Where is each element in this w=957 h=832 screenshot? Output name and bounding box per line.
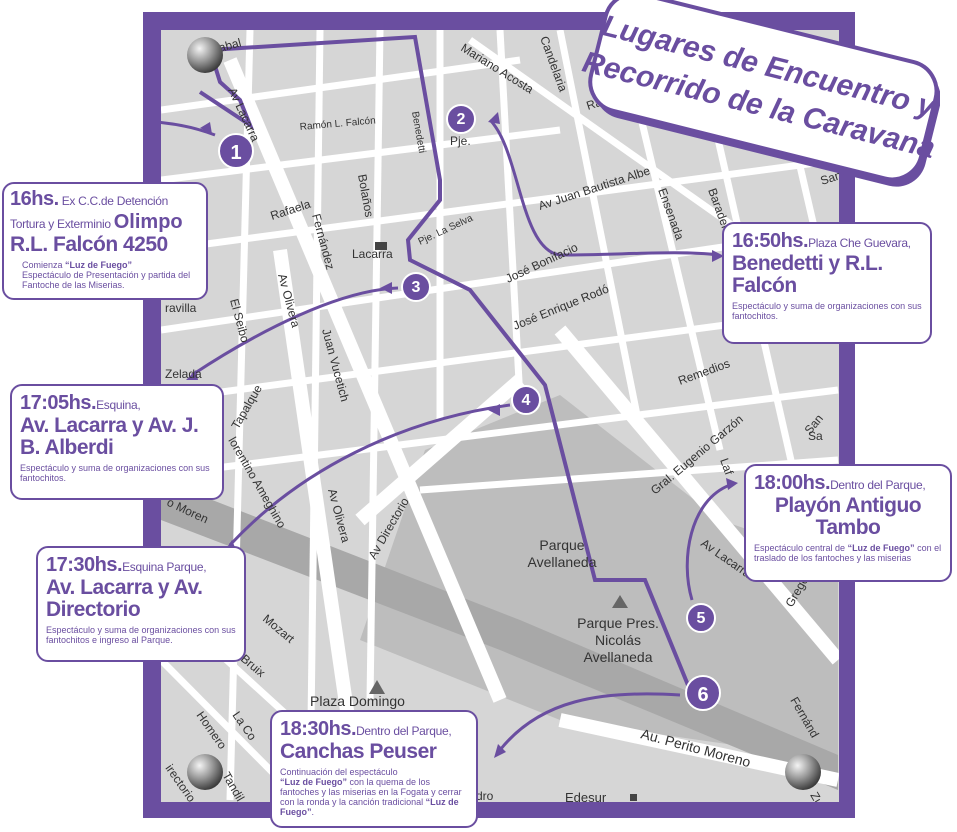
park-label-line: Avellaneda <box>583 649 652 665</box>
stop-6-place: Canchas Peuser <box>280 740 437 763</box>
stop-5-desc-rest: con el traslado de los fantoches y las m… <box>754 543 942 563</box>
street-label: dro <box>476 789 494 802</box>
stop-6-desc-bold: “Luz de Fuego” <box>280 777 347 787</box>
stop-1-desc-bold: “Luz de Fuego” <box>65 260 133 270</box>
stop-2-time: 16:50hs. <box>732 230 809 252</box>
stop-4-time: 17:30hs. <box>46 554 123 576</box>
street-label: Av Olivera <box>275 272 303 329</box>
street-label: abal <box>217 36 243 55</box>
stop-4-desc: Espectáculo y suma de organizaciones con… <box>46 625 236 645</box>
title-banner: Lugares de Encuentro y Recorrido de la C… <box>580 0 940 187</box>
stop-6-desc-end: . <box>311 807 315 817</box>
park-label-line: Avellaneda <box>527 554 596 570</box>
street-label: San <box>819 168 839 188</box>
street-label: ravilla <box>165 301 197 315</box>
stop-marker-2[interactable]: 2 <box>446 104 476 134</box>
title-banner-box <box>588 0 939 182</box>
stop-1-line2-big: Olimpo <box>113 211 183 233</box>
stop-box-5: 18:00hs.Dentro del Parque, Playón Antigu… <box>744 464 952 582</box>
stop-3-place: Av. Lacarra y Av. J. B. Alberdi <box>20 414 199 459</box>
stop-marker-6[interactable]: 6 <box>685 675 721 711</box>
stop-1-place-small: Ex C.C.de Detención <box>58 194 169 208</box>
stop-box-2: 16:50hs.Plaza Che Guevara, Benedetti y R… <box>722 222 932 344</box>
stop-4-place-small: Esquina Parque, <box>122 560 207 574</box>
street-label: Edesur <box>565 790 607 802</box>
street-label: Plaza Domingo <box>310 693 405 709</box>
street-label: Pje. <box>450 134 471 148</box>
stop-6-place-small: Dentro del Parque, <box>356 724 452 738</box>
station-icon <box>375 242 387 250</box>
street-label: Zelada <box>165 367 202 381</box>
pushpin-top-left <box>187 37 223 73</box>
stop-4-place: Av. Lacarra y Av. Directorio <box>46 576 203 621</box>
street-label: Zu <box>807 790 826 803</box>
tree-icon <box>369 680 385 694</box>
stop-6-desc-bold2: “Luz de Fuego” <box>280 797 459 817</box>
stop-6-time: 18:30hs. <box>280 718 357 740</box>
stop-5-desc-bold: “Luz de Fuego” <box>847 543 915 553</box>
street-label: Tandil <box>219 770 247 803</box>
stop-2-place: Benedetti y R.L. Falcón <box>732 252 883 297</box>
street-label: Lacarra <box>352 247 393 261</box>
caravan-route <box>198 34 692 691</box>
stop-1-desc-prefix: Comienza <box>22 260 66 270</box>
street-label: Bolaños <box>355 173 376 218</box>
stop-1-line2-small: Tortura y Exterminio <box>10 217 114 231</box>
stop-marker-1[interactable]: 1 <box>218 133 254 169</box>
street-label: Av Olivera <box>325 487 353 544</box>
stop-3-desc: Espectáculo y suma de organizaciones con… <box>20 463 210 483</box>
stop-box-3: 17:05hs.Esquina, Av. Lacarra y Av. J. B.… <box>10 384 224 500</box>
stop-5-place: Playón Antiguo Tambo <box>774 494 922 539</box>
stop-marker-4[interactable]: 4 <box>511 385 541 415</box>
stop-2-desc: Espectáculo y suma de organizaciones con… <box>732 301 922 321</box>
stop-3-time: 17:05hs. <box>20 392 97 414</box>
stop-box-4: 17:30hs.Esquina Parque, Av. Lacarra y Av… <box>36 546 246 662</box>
building-icon <box>630 794 637 801</box>
pushpin-bottom-left <box>187 754 223 790</box>
callout-arrows <box>161 118 731 751</box>
street-label: Mozart <box>260 612 298 647</box>
stop-5-time: 18:00hs. <box>754 472 831 494</box>
stop-5-desc-prefix: Espectáculo central de <box>754 543 848 553</box>
street-label: Ramón L. Falcón <box>299 115 376 133</box>
stop-1-desc-rest: Espectáculo de Presentación y partida de… <box>22 270 191 290</box>
stop-marker-5[interactable]: 5 <box>686 603 716 633</box>
tree-icon <box>612 595 628 608</box>
stop-marker-3[interactable]: 3 <box>401 272 431 302</box>
street-label: Laf <box>717 456 736 477</box>
pushpin-bottom-right <box>785 754 821 790</box>
street-label: Sa <box>808 429 823 443</box>
street-label: José Enrique Rodó <box>511 281 611 332</box>
stop-5-place-small: Dentro del Parque, <box>830 478 926 492</box>
stop-box-6: 18:30hs.Dentro del Parque, Canchas Peuse… <box>270 710 478 828</box>
stop-1-place: R.L. Falcón 4250 <box>10 233 168 256</box>
stop-6-desc-b: con la quema de los fantoches y las mise… <box>280 777 462 807</box>
stop-6-desc-a: Continuación del espectáculo <box>280 767 398 777</box>
stop-1-time: 16hs. <box>10 188 59 210</box>
stop-2-place-small: Plaza Che Guevara, <box>808 236 911 250</box>
stop-box-1: 16hs. Ex C.C.de Detención Tortura y Exte… <box>2 182 208 300</box>
park-label-line: Nicolás <box>595 632 641 648</box>
stop-3-place-small: Esquina, <box>96 398 141 412</box>
